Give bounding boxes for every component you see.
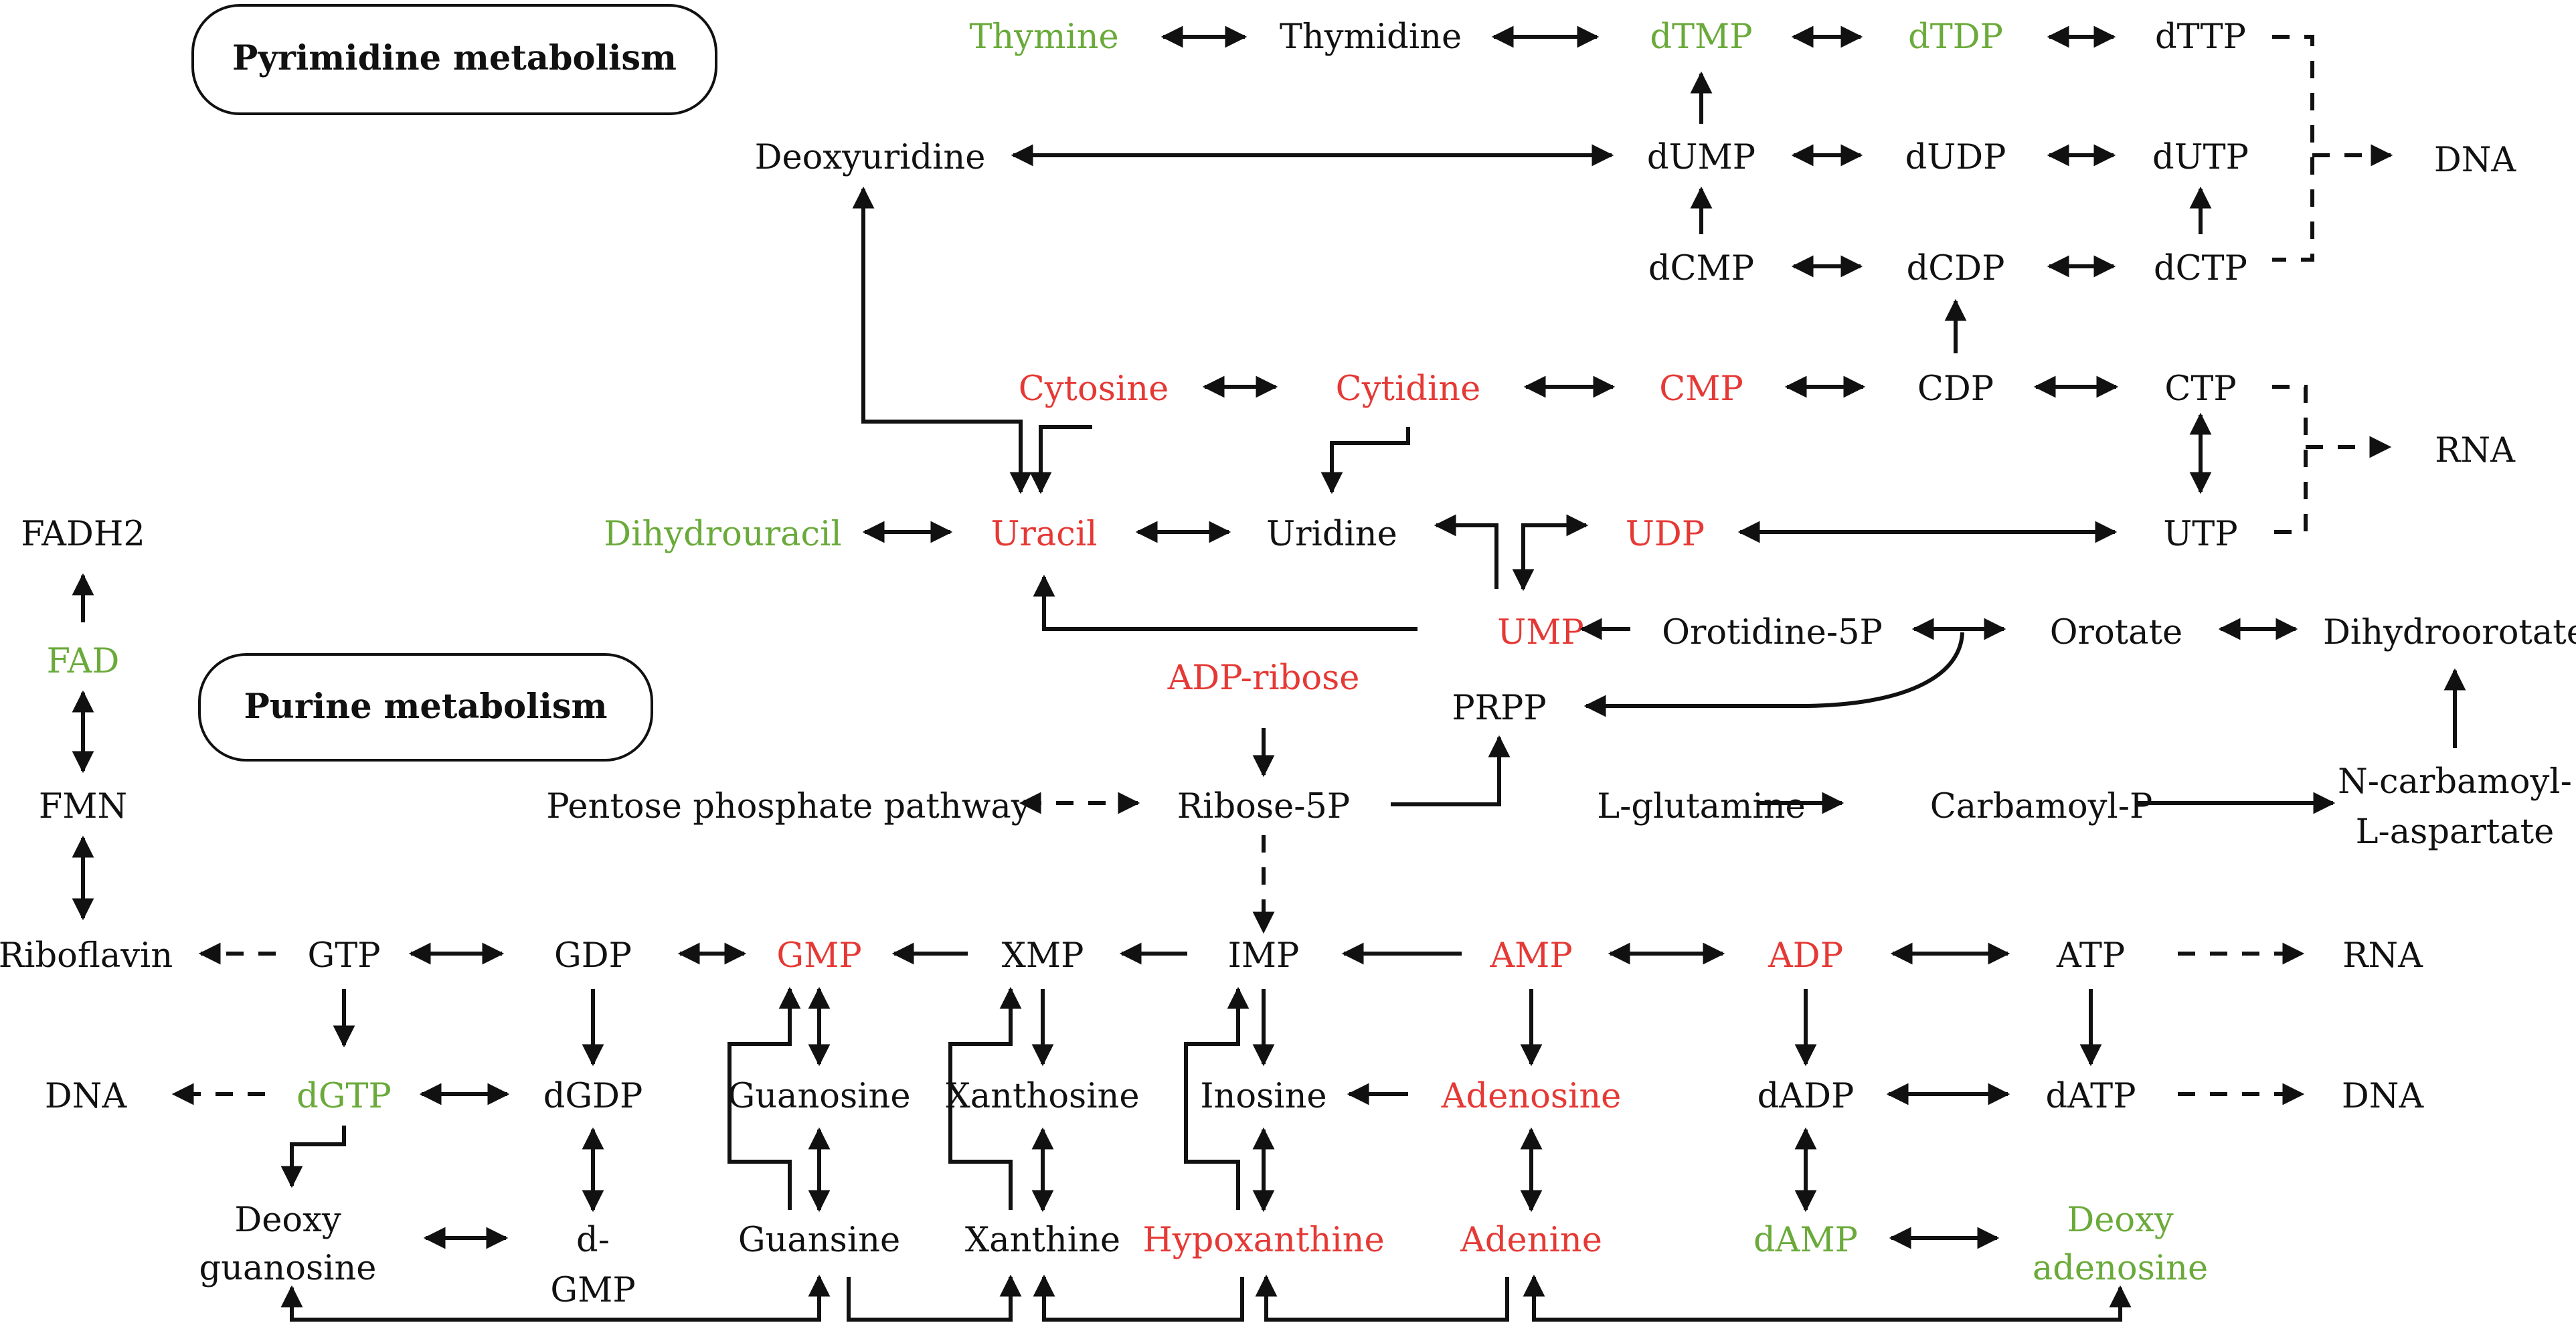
node-cmp: CMP — [1659, 369, 1743, 409]
node-gdp: GDP — [554, 936, 632, 976]
node-gmp: GMP — [776, 936, 861, 976]
node-dudp: dUDP — [1905, 138, 2006, 177]
node-cytidine: Cytidine — [1336, 369, 1481, 409]
node-adpribose: ADP-ribose — [1167, 658, 1360, 698]
edge-guansine-xanthine-bottom — [847, 1274, 1022, 1322]
node-deoxyuridine: Deoxyuridine — [755, 138, 986, 177]
edge-dttp-dna-bracket — [2272, 35, 2314, 262]
edge-cytosine-uracil — [1029, 425, 1092, 495]
node-adp: ADP — [1768, 936, 1843, 976]
node-uridine: Uridine — [1266, 515, 1397, 554]
node-dihydrouracil: Dihydrouracil — [604, 515, 841, 554]
node-fmn: FMN — [39, 787, 127, 826]
node-hypoxanthine: Hypoxanthine — [1142, 1221, 1384, 1260]
edge-hypoxanthine-xanthine-bottom — [1033, 1274, 1244, 1322]
node-dna-left: DNA — [45, 1077, 128, 1116]
node-orotate: Orotate — [2050, 613, 2182, 652]
node-guanosine: Guanosine — [727, 1077, 910, 1116]
node-deoxyaden1: Deoxy — [2067, 1201, 2174, 1240]
node-adenine: Adenine — [1460, 1221, 1602, 1260]
node-utp: UTP — [2163, 515, 2237, 554]
node-cytosine: Cytosine — [1019, 369, 1169, 409]
node-xanthosine: Xanthosine — [946, 1077, 1139, 1116]
node-xmp: XMP — [1002, 936, 1084, 976]
node-layer: Thymine Thymidine dTMP dTDP dTTP Deoxyur… — [0, 17, 2576, 1310]
node-uracil: Uracil — [991, 515, 1098, 554]
node-deoxyguan1: Deoxy — [234, 1201, 341, 1240]
node-ppp: Pentose phosphate pathway — [546, 787, 1030, 826]
edge-guansine-gmp-bypass — [727, 986, 801, 1210]
node-ribose5p: Ribose-5P — [1177, 787, 1350, 826]
edge-guansine-deoxyguanosine-bottom — [280, 1274, 831, 1322]
node-imp: IMP — [1228, 936, 1300, 976]
node-adenosine: Adenosine — [1441, 1077, 1622, 1116]
node-datp: dATP — [2045, 1077, 2136, 1116]
node-dgtp: dGTP — [296, 1077, 392, 1116]
node-udp: UDP — [1626, 515, 1705, 554]
node-xanthine: Xanthine — [965, 1221, 1120, 1260]
edge-layer — [72, 25, 2466, 1322]
node-rna-bottom: RNA — [2342, 936, 2423, 976]
edge-xanthine-xmp-bypass — [948, 986, 1022, 1210]
node-dump: dUMP — [1647, 138, 1755, 177]
node-dna-right: DNA — [2342, 1077, 2425, 1116]
edge-ribose5p-prpp — [1391, 735, 1511, 806]
node-riboflavin: Riboflavin — [0, 936, 173, 976]
purine-title: Purine metabolism — [244, 687, 607, 727]
node-dtdp: dTDP — [1908, 17, 2003, 57]
edge-ump-uracil — [1033, 574, 1418, 631]
node-dcdp: dCDP — [1907, 249, 2005, 288]
node-ncarbamoyl2: L-aspartate — [2356, 812, 2555, 852]
node-dihydroorotate: Dihydroorotate — [2323, 613, 2576, 652]
node-dadp: dADP — [1757, 1077, 1855, 1116]
node-dcmp: dCMP — [1648, 249, 1754, 288]
node-thymidine: Thymidine — [1280, 17, 1462, 57]
edge-ctp-rna-bracket — [2272, 385, 2308, 534]
node-ump: UMP — [1497, 613, 1584, 652]
node-cdp: CDP — [1917, 369, 1994, 409]
node-dttp: dTTP — [2155, 17, 2246, 57]
node-carbamoylp: Carbamoyl-P — [1930, 787, 2153, 826]
edge-dgtp-deoxyguanosine — [280, 1126, 346, 1188]
edge-orotate-prpp — [1583, 632, 1964, 717]
edge-adenine-hypoxanthine-bottom — [1255, 1274, 1509, 1322]
node-fad: FAD — [47, 642, 120, 681]
edge-ump-uridine — [1434, 514, 1498, 589]
node-rna-top: RNA — [2435, 431, 2516, 470]
node-atp: ATP — [2056, 936, 2125, 976]
node-lglutamine: L-glutamine — [1597, 787, 1806, 826]
node-ctp: CTP — [2164, 369, 2236, 409]
edge-adenine-deoxyadenosine-bottom — [1523, 1274, 2132, 1322]
node-dgmp1: d- — [576, 1221, 610, 1260]
edge-udp-ump — [1512, 514, 1589, 592]
edge-hypoxanthine-imp-bypass — [1184, 986, 1250, 1210]
node-deoxyaden2: adenosine — [2033, 1249, 2208, 1288]
node-dctp: dCTP — [2154, 249, 2247, 288]
pyrimidine-title: Pyrimidine metabolism — [232, 38, 677, 78]
node-fadh2: FADH2 — [21, 515, 145, 554]
node-dgmp2: GMP — [550, 1271, 635, 1310]
edge-cytidine-uridine — [1320, 427, 1410, 495]
node-thymine: Thymine — [969, 17, 1118, 57]
node-guansine: Guansine — [738, 1221, 900, 1260]
node-gtp: GTP — [307, 936, 380, 976]
node-orotidine5p: Orotidine-5P — [1662, 613, 1883, 652]
node-dgdp: dGDP — [543, 1077, 643, 1116]
node-dutp: dUTP — [2152, 138, 2249, 177]
node-dtmp: dTMP — [1650, 17, 1752, 57]
node-dna-top: DNA — [2434, 141, 2517, 180]
node-amp: AMP — [1489, 936, 1572, 976]
edge-deoxyuridine-uracil — [852, 186, 1032, 495]
pyrimidine-title-box: Pyrimidine metabolism — [191, 4, 717, 115]
node-ncarbamoyl1: N-carbamoyl- — [2338, 762, 2572, 802]
node-deoxyguan2: guanosine — [199, 1249, 377, 1288]
node-damp: dAMP — [1753, 1221, 1858, 1260]
purine-title-box: Purine metabolism — [198, 653, 653, 762]
node-prpp: PRPP — [1452, 689, 1546, 728]
node-inosine: Inosine — [1200, 1077, 1326, 1116]
